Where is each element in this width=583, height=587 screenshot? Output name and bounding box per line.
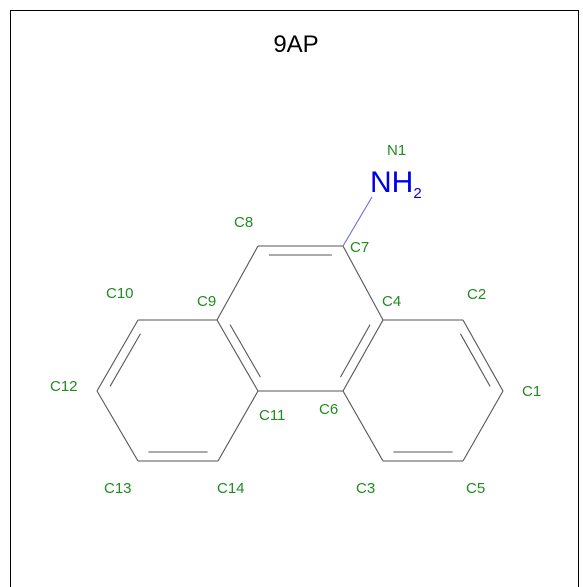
bond-c14-c11 (217, 390, 259, 462)
atom-label-c11: C11 (259, 407, 285, 424)
bond-c7-n1 (342, 196, 373, 247)
amine-subscript: 2 (413, 185, 421, 202)
atom-label-c13: C13 (104, 480, 132, 497)
atom-label-c2: C2 (467, 286, 486, 303)
double-bond-c2-c1 (459, 333, 491, 387)
bond-layer (96, 196, 504, 462)
bond-c2-c1 (462, 319, 504, 392)
atom-label-n1: N1 (387, 142, 406, 159)
double-bond-c10-c12 (109, 333, 141, 387)
bond-c1-c5 (462, 390, 504, 462)
bond-c7-c4 (342, 245, 384, 321)
atom-label-c9: C9 (197, 293, 216, 310)
atom-label-c12: C12 (50, 378, 78, 395)
atom-label-c8: C8 (234, 214, 253, 231)
amine-symbol: NH (370, 166, 413, 199)
diagram-frame (10, 10, 579, 587)
bond-c8-c9 (216, 245, 259, 321)
bond-c3-c6 (342, 390, 384, 462)
atom-label-c5: C5 (466, 480, 485, 497)
double-bond-c4-c6 (339, 324, 371, 378)
atom-label-c10: C10 (106, 285, 134, 302)
atom-label-c4: C4 (382, 293, 401, 310)
double-bond-c9-c11 (229, 324, 261, 378)
atom-label-c6: C6 (319, 401, 338, 418)
bond-c10-c12 (96, 319, 139, 392)
amine-group-label: NH2 (370, 166, 422, 202)
atom-label-c3: C3 (356, 480, 375, 497)
bond-c9-c11 (216, 319, 259, 392)
atom-label-c7: C7 (350, 239, 369, 256)
bond-c4-c6 (342, 319, 384, 392)
atom-label-c1: C1 (522, 383, 541, 400)
molecule-title: 9AP (273, 31, 318, 58)
bond-c12-c13 (96, 390, 139, 462)
atom-label-c14: C14 (217, 480, 245, 497)
atom-label-layer: N1 C8 C7 C10 C2 C9 C4 C12 C1 C6 C11 C13 … (50, 142, 541, 497)
